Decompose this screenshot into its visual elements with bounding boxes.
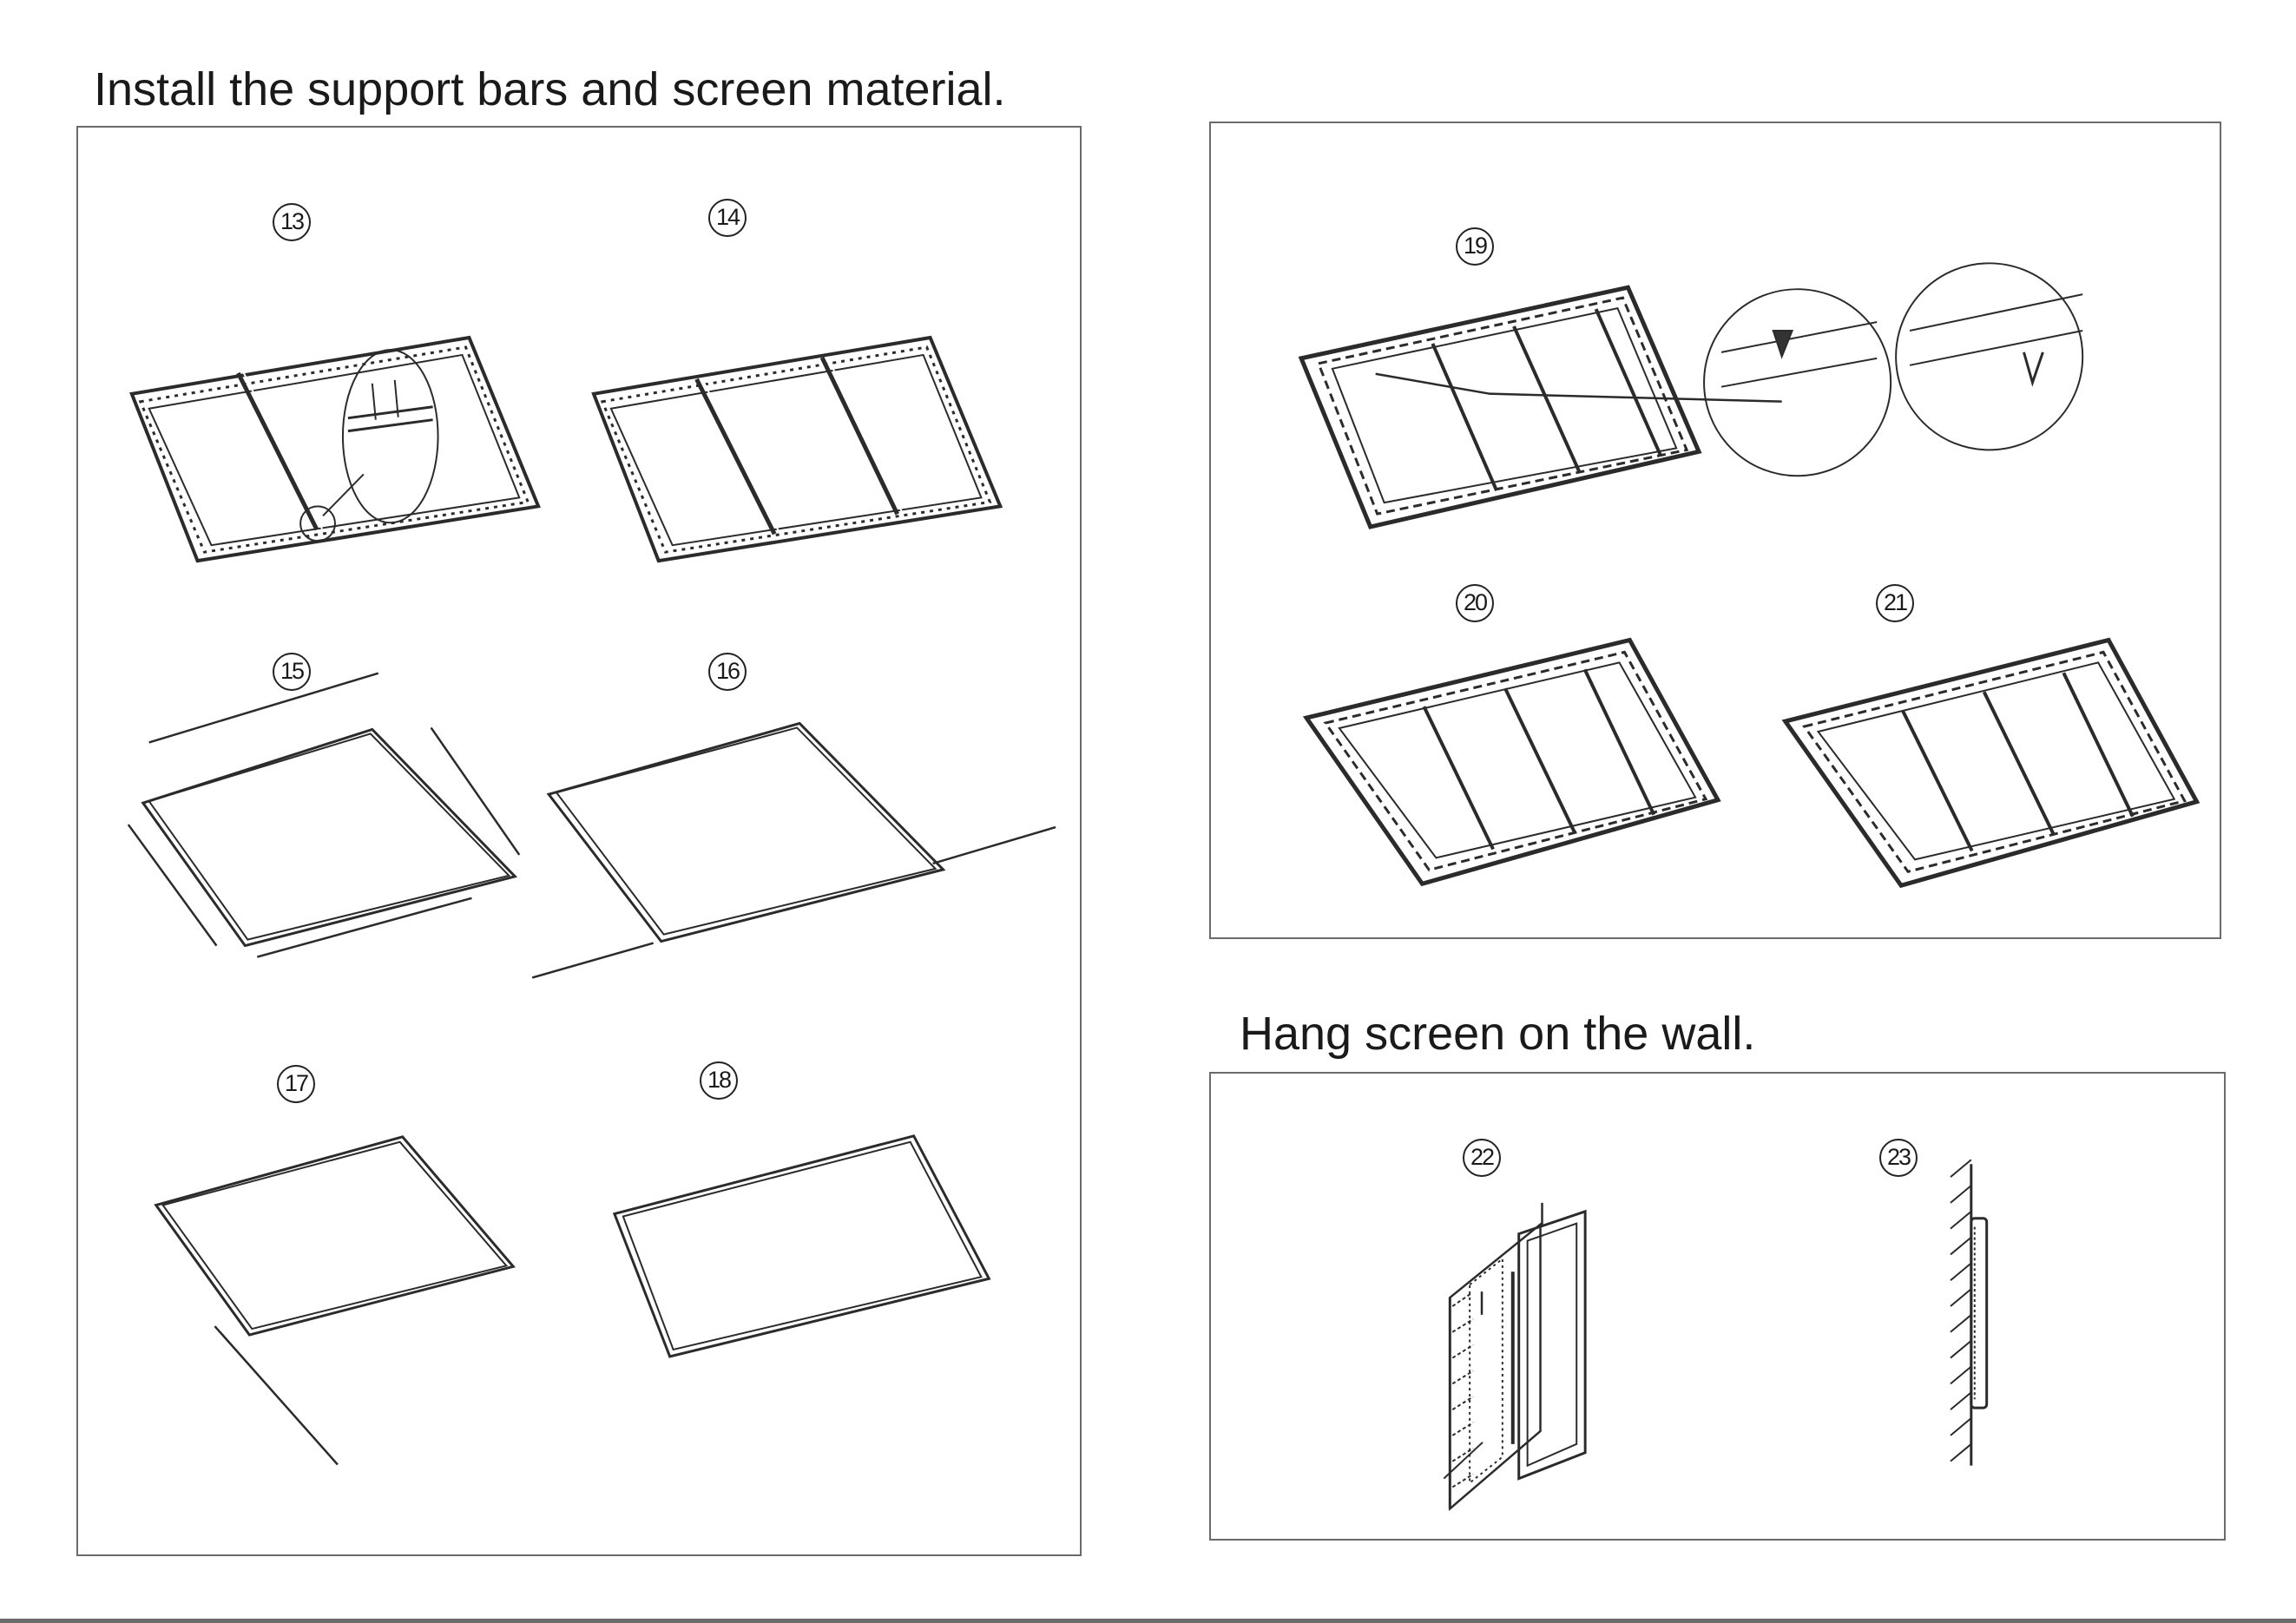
step-18-screen-drawing xyxy=(615,1136,990,1357)
step-21-frame-drawing xyxy=(1786,640,2197,885)
step-19-frame-drawing xyxy=(1301,263,2082,527)
step-23-side-view-drawing xyxy=(1951,1160,1987,1465)
panel-hang-screen: 22 23 xyxy=(1209,1072,2226,1541)
hang-screen-illustrations xyxy=(1211,1074,2224,1539)
step-15-screen-drawing xyxy=(128,674,519,957)
panel-frame-tension: 19 20 21 xyxy=(1209,122,2221,939)
heading-hang-screen: Hang screen on the wall. xyxy=(1240,1007,1755,1061)
step-13-badge: 13 xyxy=(273,203,311,241)
heading-support-bars: Install the support bars and screen mate… xyxy=(94,62,1006,116)
step-17-screen-drawing xyxy=(156,1137,514,1465)
step-21-badge: 21 xyxy=(1876,584,1914,622)
panel-support-bars: 13 14 15 16 17 18 xyxy=(76,126,1082,1556)
step-20-badge: 20 xyxy=(1456,584,1494,622)
step-17-badge: 17 xyxy=(277,1065,315,1103)
step-23-badge: 23 xyxy=(1879,1139,1918,1177)
step-16-badge: 16 xyxy=(708,653,747,691)
step-14-badge: 14 xyxy=(708,199,747,237)
bottom-divider xyxy=(0,1619,2296,1623)
frame-tension-illustrations xyxy=(1211,123,2220,937)
step-14-frame-drawing xyxy=(594,338,1000,561)
step-22-wall-drawing xyxy=(1444,1203,1585,1508)
step-16-screen-drawing xyxy=(532,723,1056,977)
step-13-frame-drawing xyxy=(132,338,538,561)
step-19-badge: 19 xyxy=(1456,227,1494,266)
step-18-badge: 18 xyxy=(700,1061,738,1100)
support-bars-illustrations xyxy=(78,128,1080,1554)
step-15-badge: 15 xyxy=(273,653,311,691)
step-22-badge: 22 xyxy=(1463,1139,1501,1177)
step-20-frame-drawing xyxy=(1306,640,1718,884)
